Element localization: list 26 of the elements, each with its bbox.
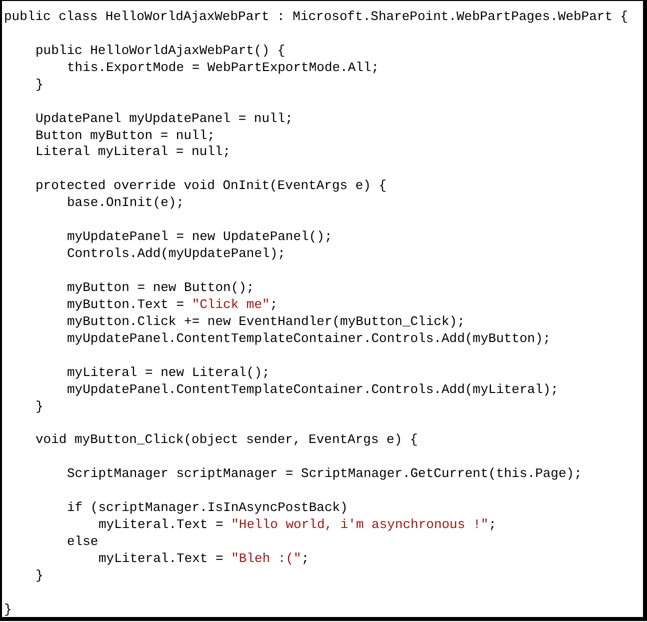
code-line: Controls.Add(myUpdatePanel); bbox=[67, 246, 286, 262]
code-line: myLiteral.Text = "Hello world, i'm asynchronous !"; bbox=[98, 517, 496, 534]
code-line: else bbox=[67, 534, 98, 550]
code-line: myButton.Click += new EventHandler(myButton_Click); bbox=[67, 314, 465, 330]
code-line: void myButton_Click(object sender, EventArgs e) { bbox=[36, 432, 418, 448]
code-line: } bbox=[36, 398, 44, 415]
code-line: public class HelloWorldAjaxWebPart : Microsoft.SharePoint.WebPartPages.WebPart { bbox=[4, 8, 628, 25]
code-line: myUpdatePanel.ContentTemplateContainer.Controls.Add(myButton); bbox=[67, 330, 551, 347]
code-line: Button myButton = null; bbox=[36, 128, 215, 144]
code-line: protected override void OnInit(EventArgs e) { bbox=[36, 178, 387, 194]
code-line: } bbox=[36, 76, 44, 93]
code-line: Literal myLiteral = null; bbox=[36, 144, 231, 160]
code-line: base.OnInit(e); bbox=[67, 195, 184, 212]
code-line: ScriptManager scriptManager = ScriptManager.GetCurrent(this.Page); bbox=[67, 466, 582, 482]
code-line: myUpdatePanel.ContentTemplateContainer.Controls.Add(myLiteral); bbox=[67, 382, 558, 398]
code-line: } bbox=[36, 568, 44, 584]
code-line: public HelloWorldAjaxWebPart() { bbox=[36, 42, 286, 59]
code-line: } bbox=[4, 602, 12, 618]
code-line: myButton.Text = "Click me"; bbox=[67, 296, 278, 313]
code-line: if (scriptManager.IsInAsyncPostBack) bbox=[67, 500, 348, 516]
code-line: myButton = new Button(); bbox=[67, 280, 254, 296]
code-line: this.ExportMode = WebPartExportMode.All; bbox=[67, 60, 380, 76]
code-line: myLiteral.Text = "Bleh :("; bbox=[98, 551, 310, 568]
code-line: myLiteral = new Literal(); bbox=[67, 364, 270, 381]
code-line: UpdatePanel myUpdatePanel = null; bbox=[36, 110, 293, 127]
code-line: myUpdatePanel = new UpdatePanel(); bbox=[67, 229, 332, 246]
